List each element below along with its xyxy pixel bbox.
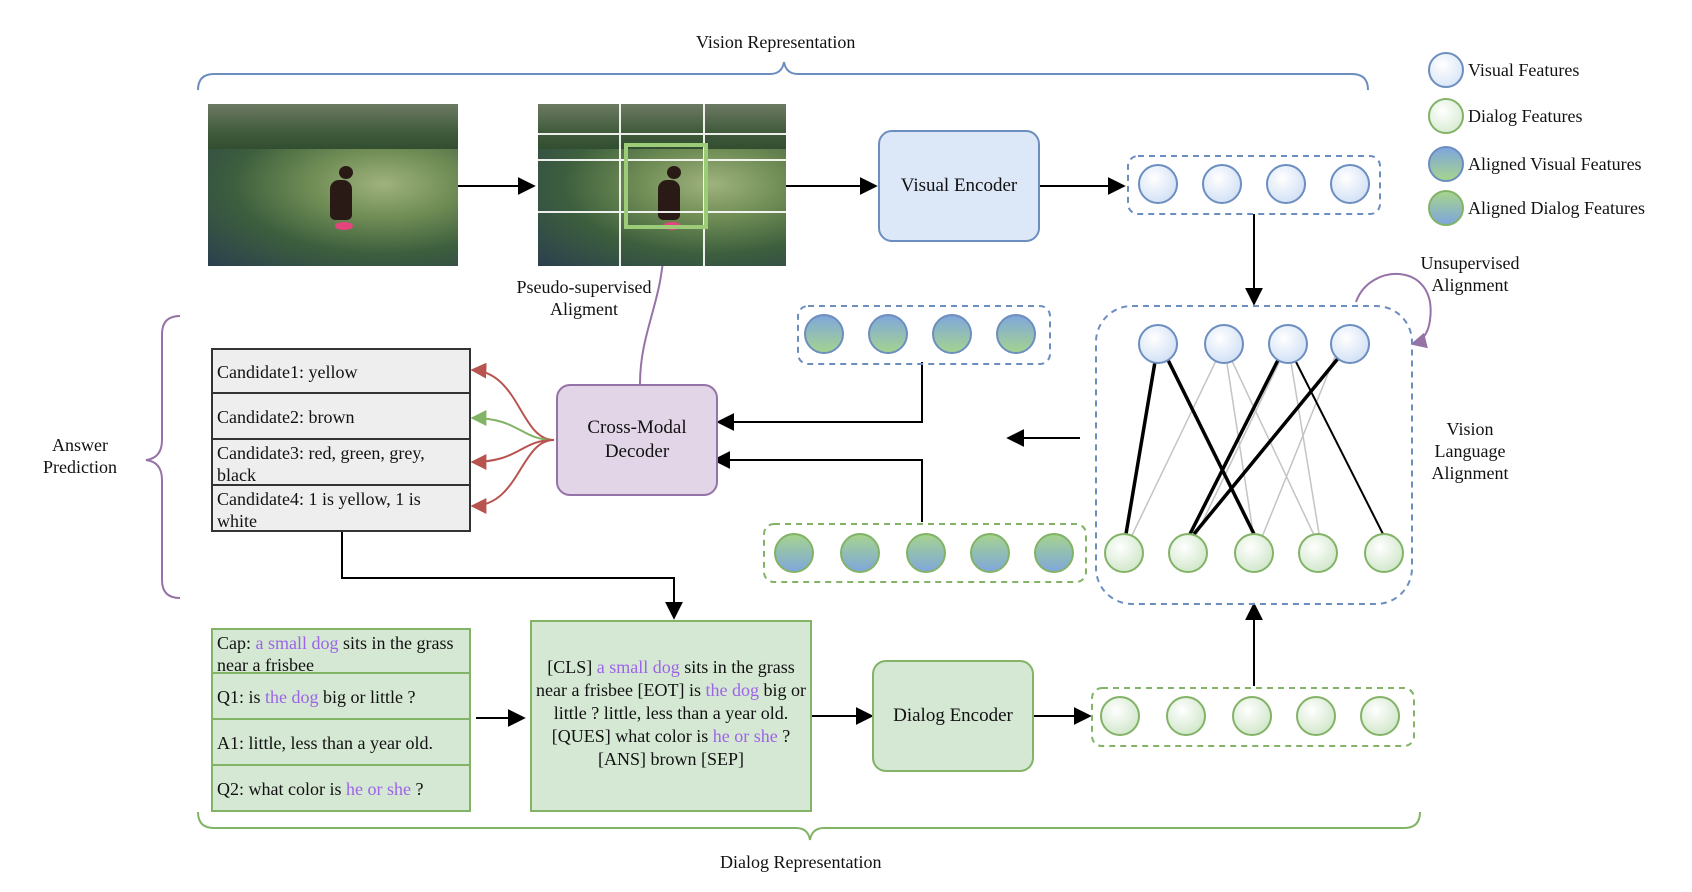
q1-rest: big or little ?: [318, 687, 416, 707]
q1-prefix: Q1: is: [217, 687, 266, 707]
dialog-encoder: Dialog Encoder: [872, 660, 1034, 772]
dialog-q2: Q2: what color is he or she ?: [211, 766, 471, 812]
legend-aligned-dialog-label: Aligned Dialog Features: [1468, 198, 1645, 218]
aligned-dialog-circles: [774, 533, 1074, 573]
unsup-line-2: Alignment: [1431, 275, 1509, 295]
legend-aligned-visual-label: Aligned Visual Features: [1468, 154, 1642, 174]
dialog-caption: Cap: a small dog sits in the grass near …: [211, 628, 471, 674]
dialog-feature-circles: [1100, 696, 1400, 736]
q2-prefix: Q2: what color is: [217, 779, 346, 799]
candidate-1: Candidate1: yellow: [211, 348, 471, 394]
legend-dialog-label: Dialog Features: [1468, 106, 1583, 126]
alignment-edge-medium: [1289, 349, 1385, 537]
input-image: [208, 104, 458, 266]
concat-part-3: big or little ? little, less than a year…: [551, 680, 806, 746]
aligned-visual-group: [797, 305, 1051, 365]
candidate-4: Candidate4: 1 is yellow, 1 is white: [211, 486, 471, 532]
alignment-edges-weak: [1123, 343, 1341, 553]
candidate-3: Candidate3: red, green, grey, black: [211, 440, 471, 486]
q2-highlight: he or she: [345, 779, 411, 799]
dialog-a1: A1: little, less than a year old.: [211, 720, 471, 766]
answer-line-1: Answer: [52, 435, 108, 455]
concat-hl-1: a small dog: [596, 657, 680, 677]
visual-features-group: [1127, 155, 1381, 215]
vla-line-3: Alignment: [1431, 463, 1509, 483]
a1-text: A1: little, less than a year old.: [217, 733, 433, 753]
decoder-line-1: Cross-Modal: [587, 417, 687, 438]
dialog-representation-label: Dialog Representation: [720, 852, 882, 872]
concat-hl-3: he or she: [712, 726, 778, 746]
unsup-line-1: Unsupervised: [1420, 253, 1520, 273]
cap-prefix: Cap:: [217, 633, 256, 653]
answer-brace: [145, 315, 181, 599]
q2-rest: ?: [410, 779, 424, 799]
graph-visual-nodes: [1138, 324, 1370, 364]
aligned-visual-circles: [804, 314, 1036, 354]
vision-representation-label: Vision Representation: [696, 32, 856, 52]
vla-line-1: Vision: [1446, 419, 1494, 439]
cap-rest: sits in the grass near a frisbee: [217, 633, 454, 674]
aligned-dialog-group: [763, 523, 1087, 583]
pseudo-line-2: Aligment: [550, 299, 618, 319]
dialog-features-group: [1091, 687, 1415, 747]
alignment-graph-box: [1095, 305, 1413, 605]
dialog-q1: Q1: is the dog big or little ?: [211, 674, 471, 720]
concatenated-sequence: [CLS] a small dog sits in the grass near…: [530, 620, 812, 812]
concat-part-2: sits in the grass near a frisbee [EOT] i…: [536, 657, 795, 700]
dialog-brace: [197, 811, 1421, 841]
decoder-line-2: Decoder: [604, 441, 670, 462]
vision-brace: [197, 61, 1369, 91]
answer-line-2: Prediction: [43, 457, 117, 477]
visual-feature-circles: [1138, 164, 1370, 204]
graph-dialog-nodes: [1104, 533, 1404, 573]
cross-modal-decoder: Cross-Modal Decoder: [556, 384, 718, 496]
alignment-edges-strong: [1124, 343, 1342, 536]
visual-encoder: Visual Encoder: [878, 130, 1040, 242]
q1-highlight: the dog: [265, 687, 319, 707]
candidate-2: Candidate2: brown: [211, 394, 471, 440]
legend-visual-icon: [1428, 52, 1464, 88]
vision-language-alignment-label: Vision Language Alignment: [1420, 418, 1520, 484]
pseudo-supervised-label: Pseudo-supervised Aligment: [496, 276, 672, 320]
answer-prediction-label: Answer Prediction: [30, 434, 130, 478]
legend-aligned-dialog-icon: [1428, 190, 1464, 226]
legend-visual-label: Visual Features: [1468, 60, 1580, 80]
concat-part-4: ? [ANS] brown [SEP]: [598, 726, 791, 769]
grid-overlay: [538, 104, 786, 266]
cap-highlight: a small dog: [255, 633, 339, 653]
vla-line-2: Language: [1434, 441, 1506, 461]
legend-dialog-icon: [1428, 98, 1464, 134]
grid-image: [538, 104, 786, 266]
unsupervised-label: Unsupervised Alignment: [1402, 252, 1538, 296]
legend-aligned-visual-icon: [1428, 146, 1464, 182]
pseudo-line-1: Pseudo-supervised: [516, 277, 652, 297]
concat-part-1: [CLS]: [547, 657, 597, 677]
concat-hl-2: the dog: [705, 680, 759, 700]
